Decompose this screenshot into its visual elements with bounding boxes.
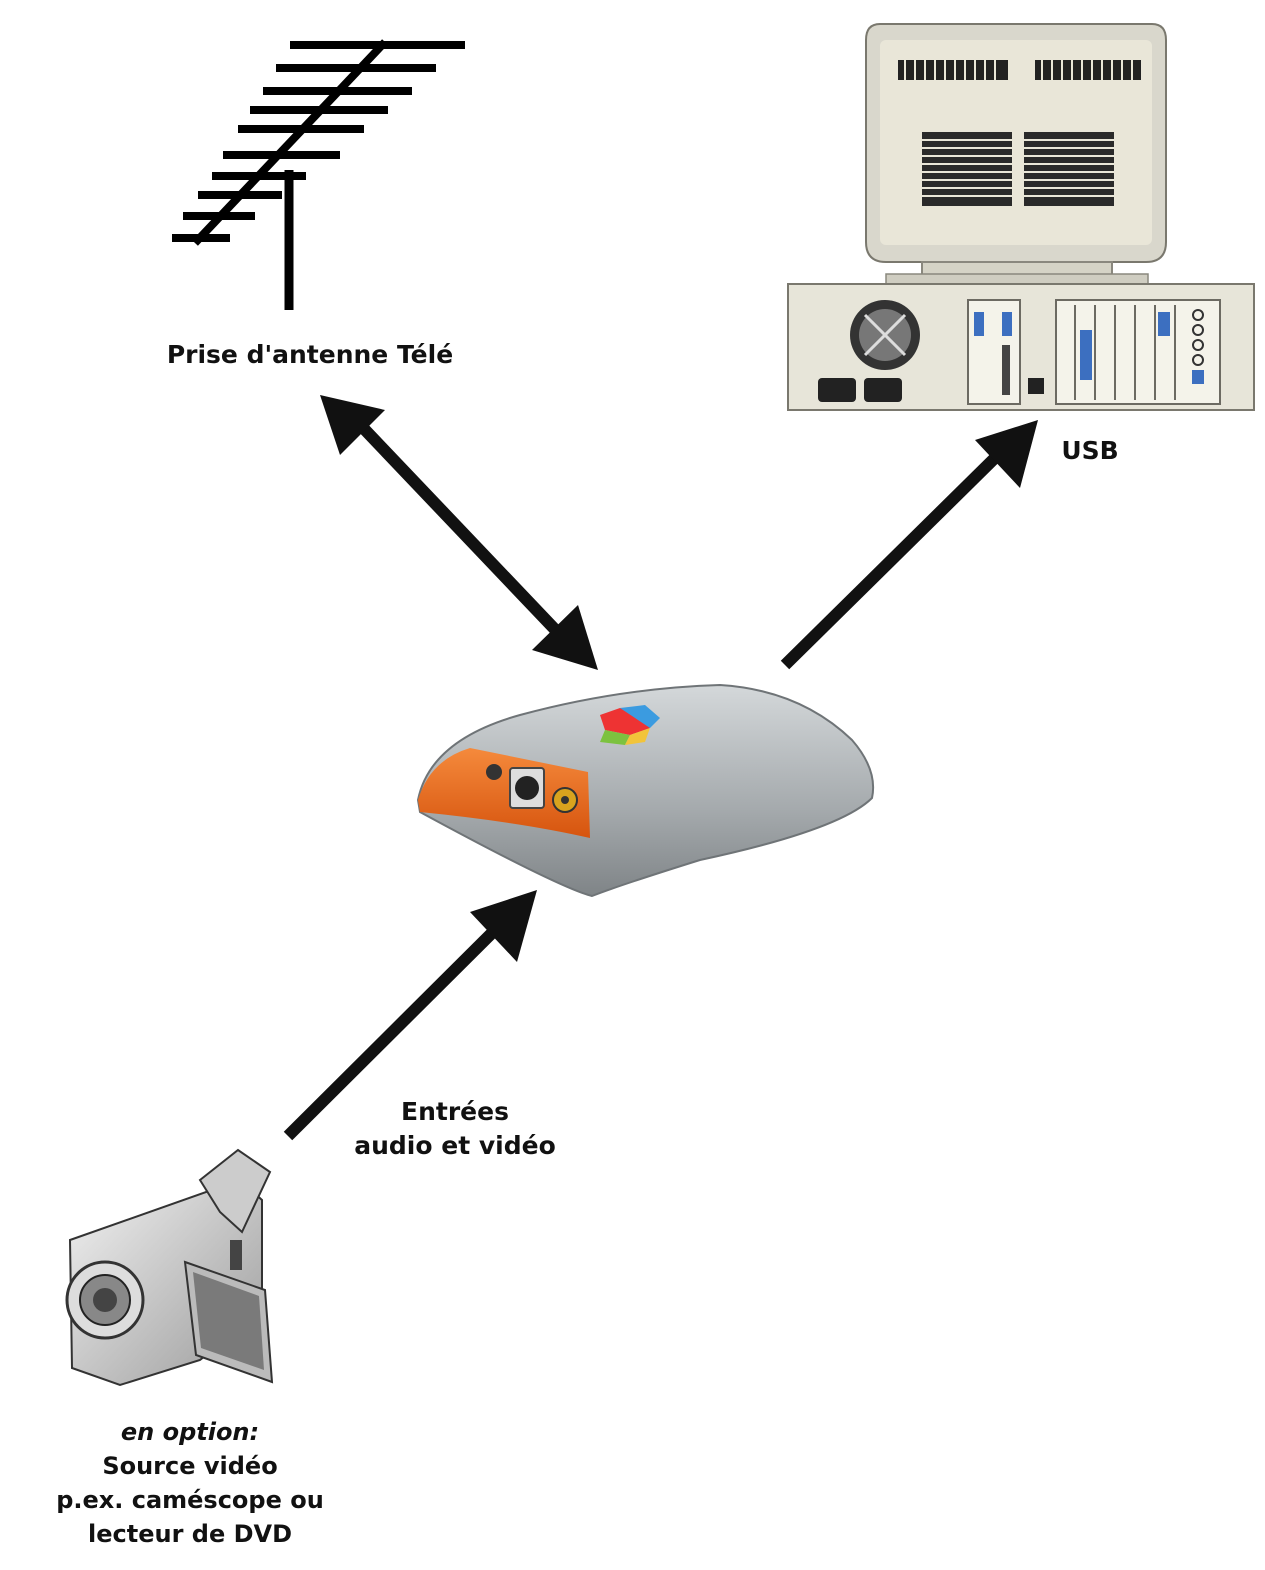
video-source-line-2: p.ex. caméscope ou [56,1486,324,1514]
tv-antenna-icon [172,39,465,310]
antenna-label: Prise d'antenne Télé [166,340,454,369]
video-source-line-1: Source vidéo [102,1452,278,1480]
antenna-link-arrow [320,395,598,670]
av-inputs-line-1: Entrées [401,1097,509,1126]
video-source-line-3: lecteur de DVD [88,1520,292,1548]
video-source-label: en option: Source vidéo p.ex. caméscope … [40,1415,340,1551]
tv-tuner-device-icon [416,683,875,898]
optional-note: en option: [120,1418,260,1446]
camcorder-icon [65,1148,274,1387]
av-inputs-label: Entrées audio et vidéo [330,1095,580,1163]
usb-link-arrow [780,420,1038,670]
av-input-arrow [283,890,537,1141]
av-inputs-line-2: audio et vidéo [354,1131,556,1160]
computer-icon [787,23,1255,411]
usb-label: USB [1061,436,1119,465]
